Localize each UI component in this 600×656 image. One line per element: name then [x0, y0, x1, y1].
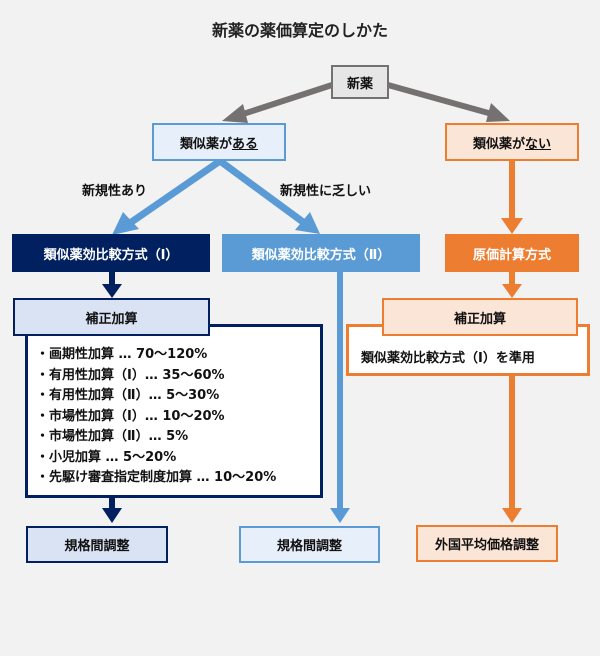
node-method-similar-2: 類似薬効比較方式（Ⅱ）: [222, 234, 420, 272]
edge-label-not-novel: 新規性に乏しい: [280, 184, 372, 199]
node-label-emphasis: ない: [525, 136, 552, 152]
node-method-similar-1-label: 類似薬効比較方式（Ⅰ）: [43, 247, 179, 263]
node-method-similar-2-label: 類似薬効比較方式（Ⅱ）: [251, 247, 391, 263]
node-final-foreign-price-label: 外国平均価格調整: [434, 538, 539, 553]
arrow-no-to-method3: [501, 161, 523, 234]
node-similar-drug-exists: 類似薬がある: [152, 123, 286, 161]
correction-header-3-label: 補正加算: [453, 311, 506, 327]
correction-header-3: 補正加算: [382, 298, 578, 336]
node-final-adjust-2: 規格間調整: [239, 526, 380, 563]
node-final-adjust-1: 規格間調整: [26, 526, 168, 563]
correction-cost-body: 類似薬効比較方式（Ⅰ）を準用: [361, 351, 535, 366]
node-final-adjust-2-label: 規格間調整: [276, 539, 342, 554]
node-label-emphasis: ある: [232, 136, 259, 152]
correction-header-1-label: 補正加算: [85, 311, 138, 327]
arrow-method2-to-final2: [330, 268, 350, 523]
correction-header-1: 補正加算: [13, 298, 210, 336]
correction-item: ・有用性加算（Ⅰ）… 35～60%: [36, 367, 225, 383]
correction-list-panel: ・画期性加算 … 70～120% ・有用性加算（Ⅰ）… 35～60% ・有用性加…: [25, 324, 323, 498]
correction-item: ・市場性加算（Ⅱ）… 5%: [36, 429, 189, 444]
arrow-method3-to-correction3: [502, 268, 522, 298]
correction-item: ・画期性加算 … 70～120%: [36, 347, 208, 362]
arrow-yes-to-method2: [217, 158, 320, 234]
correction-item: ・小児加算 … 5～20%: [36, 449, 177, 465]
arrow-method1-to-correction: [102, 268, 122, 298]
node-no-similar-drug: 類似薬がない: [445, 123, 579, 161]
node-method-similar-1: 類似薬効比較方式（Ⅰ）: [12, 234, 210, 272]
node-method-cost: 原価計算方式: [445, 234, 579, 272]
node-label-prefix: 類似薬が: [179, 136, 232, 152]
arrow-root-to-yes: [222, 82, 333, 123]
diagram-title: 新薬の薬価算定のしかた: [211, 21, 388, 40]
correction-item: ・市場性加算（Ⅰ）… 10～20%: [36, 408, 225, 424]
node-method-cost-label: 原価計算方式: [472, 247, 551, 263]
node-final-foreign-price: 外国平均価格調整: [416, 525, 558, 562]
node-new-drug: 新薬: [331, 65, 389, 99]
node-label-prefix: 類似薬が: [472, 136, 525, 152]
arrow-root-to-no: [387, 82, 510, 122]
node-final-adjust-1-label: 規格間調整: [64, 539, 130, 554]
arrow-correction3-to-final3: [502, 376, 522, 523]
edge-label-novel: 新規性あり: [82, 184, 148, 199]
correction-item: ・先駆け審査指定制度加算 … 10～20%: [36, 470, 277, 485]
correction-item: ・有用性加算（Ⅱ）… 5～30%: [36, 388, 220, 403]
arrow-correction1-to-final1: [102, 497, 122, 523]
arrow-yes-to-method1: [112, 158, 222, 235]
node-new-drug-label: 新薬: [346, 76, 373, 92]
